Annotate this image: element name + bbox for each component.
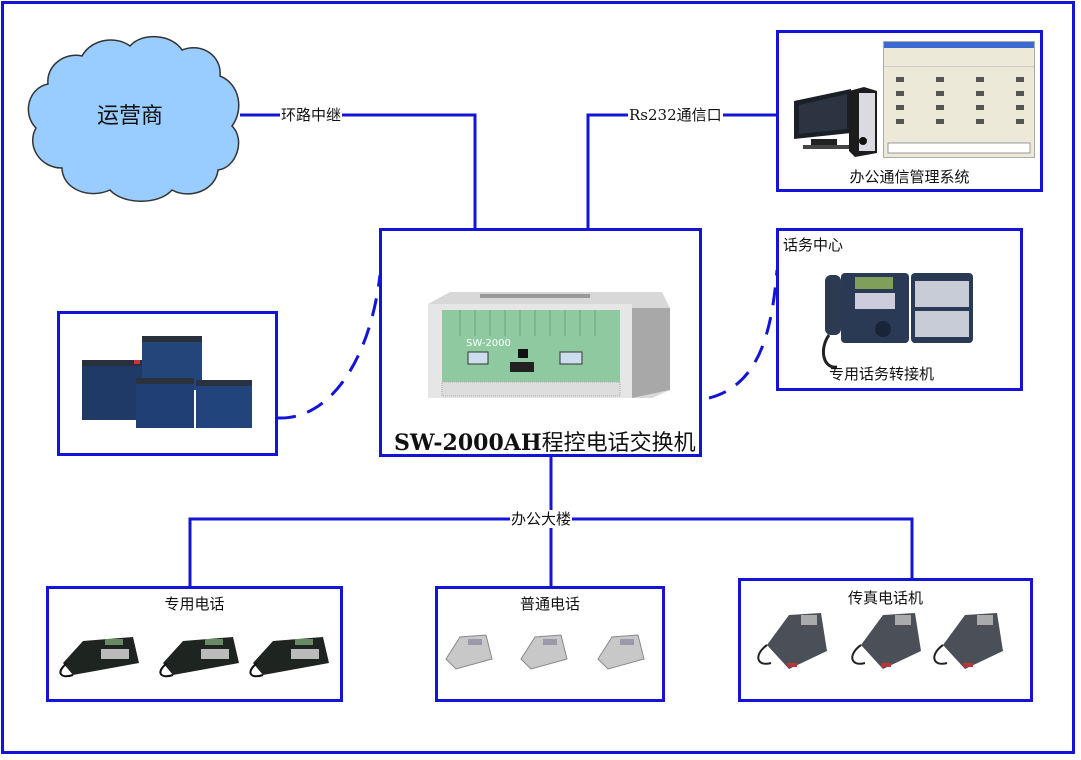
ordinary-phone-group: 普通电话	[435, 586, 665, 702]
desktop-computer-icon	[794, 87, 877, 157]
cloud-icon	[27, 35, 240, 202]
switch-box: SW-2000 SW-2000AH程控电话交换机	[379, 228, 702, 457]
fax-phone-icons	[757, 613, 1003, 669]
battery-box	[57, 311, 278, 456]
ordinary-phone-icons	[445, 634, 645, 670]
ordinary-phone-icon	[520, 634, 568, 670]
serial-link-label: Rs232通信口	[628, 106, 723, 124]
switch-panel-text: SW-2000	[466, 338, 511, 349]
operator-center-box: 话务中心 专用话务转接机	[776, 228, 1023, 391]
dedicated-phone-group: 专用电话	[46, 586, 343, 702]
ordinary-phone-title: 普通电话	[519, 595, 580, 613]
fax-phone-title: 传真电话机	[847, 589, 923, 607]
fax-phone-group: 传真电话机	[738, 578, 1033, 702]
phone-status-grid	[887, 77, 1031, 154]
switch-model: SW-2000AH	[394, 430, 542, 456]
serial-line	[586, 113, 777, 230]
switch-title: SW-2000AH程控电话交换机	[394, 425, 696, 457]
fax-phone-icon	[757, 613, 827, 669]
operator-dashed-link	[708, 269, 779, 400]
fax-phone-icon	[933, 613, 1003, 669]
operator-console-caption: 专用话务转接机	[829, 365, 935, 383]
trunk-line	[240, 113, 477, 230]
management-system-box: 办公通信管理系统	[776, 30, 1043, 192]
management-software-screenshot	[883, 41, 1035, 158]
dedicated-phone-icon	[159, 637, 239, 678]
battery-pack-icon	[82, 336, 252, 428]
switch-name: 程控电话交换机	[541, 431, 696, 456]
carrier-label: 运营商	[97, 104, 164, 129]
management-caption: 办公通信管理系统	[849, 168, 970, 186]
trunk-link-label: 环路中继	[280, 106, 343, 124]
fax-phone-icon	[851, 613, 921, 669]
dedicated-phone-icon	[59, 637, 139, 678]
operator-console-icon	[821, 273, 973, 369]
operator-center-title: 话务中心	[783, 236, 844, 254]
battery-dashed-link	[277, 274, 382, 420]
dedicated-phone-icon	[249, 637, 329, 678]
building-label: 办公大楼	[510, 510, 573, 528]
dedicated-phone-title: 专用电话	[164, 595, 225, 613]
dedicated-phone-icons	[59, 637, 329, 678]
ordinary-phone-icon	[597, 634, 645, 670]
pbx-switch-icon: SW-2000	[428, 292, 670, 398]
ordinary-phone-icon	[445, 634, 493, 670]
